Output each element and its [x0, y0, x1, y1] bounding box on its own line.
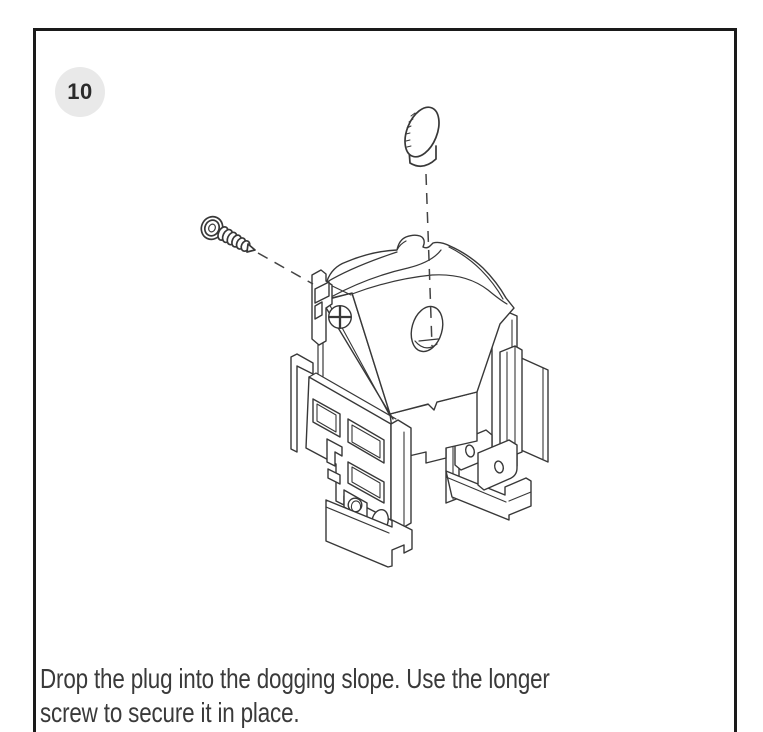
- plug-slanted-face: [404, 106, 440, 158]
- left-strip-notch-2: [314, 301, 323, 320]
- step-number: 10: [67, 79, 93, 104]
- right-leg-edges: [506, 345, 516, 457]
- screw-tip: [246, 243, 256, 253]
- bottom-tab-edge: [325, 506, 390, 534]
- foot-rail: [445, 470, 532, 521]
- hole-depth-arc: [414, 340, 438, 349]
- bracket-tab-lower: [477, 439, 518, 491]
- plug-illustration: [404, 106, 440, 168]
- screw-head-recess: [208, 223, 216, 233]
- front-plate-top-edge: [308, 372, 397, 420]
- hood-curves: [325, 240, 508, 305]
- step-number-badge: 10: [55, 67, 105, 117]
- screw-guide-line: [257, 252, 314, 285]
- front-plate-flange: [390, 419, 412, 528]
- caption-line-2: screw to secure it in place.: [40, 697, 300, 728]
- screw-illustration: [200, 215, 256, 253]
- plate-slot-3-inner: [351, 466, 381, 499]
- dogging-slope-hole: [410, 305, 444, 353]
- tab-hole-right: [493, 460, 505, 474]
- left-strip-rails: [317, 342, 324, 377]
- plug-rim-hatching: [405, 112, 416, 148]
- caption-line-1: Drop the plug into the dogging slope. Us…: [40, 663, 550, 694]
- tab-hole-left: [464, 444, 476, 458]
- hole-center-tick: [418, 338, 439, 342]
- back-plate: [290, 353, 314, 453]
- plate-slot-1-inner: [316, 403, 337, 433]
- bottom-tab: [325, 499, 413, 568]
- instruction-caption: Drop the plug into the dogging slope. Us…: [40, 662, 740, 730]
- phillips-cross-icon: [328, 305, 352, 329]
- chassis-illustration: [290, 234, 549, 568]
- left-strip-notch-1: [314, 281, 330, 304]
- plug-drop-guide-line: [425, 173, 433, 347]
- plate-slot-2-inner: [351, 424, 381, 459]
- plate-stub: [327, 468, 341, 485]
- plate-notch: [326, 438, 343, 467]
- plate-slot-2: [347, 418, 385, 464]
- foot-rail-edges: [445, 476, 532, 503]
- plate-slot-3: [347, 461, 385, 504]
- plate-slot-1: [312, 398, 341, 438]
